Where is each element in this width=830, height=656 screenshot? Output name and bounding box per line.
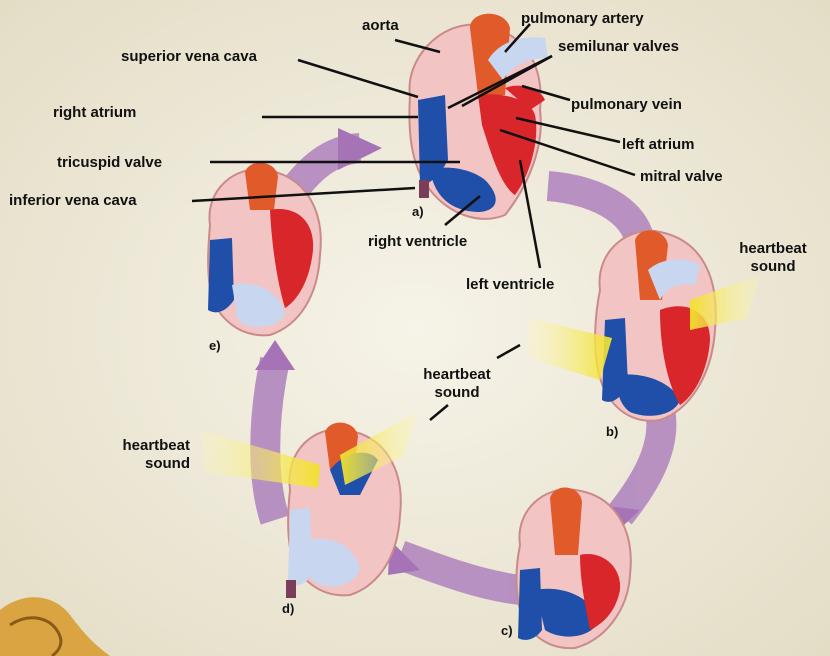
label-right-atrium: right atrium — [53, 104, 136, 122]
sound-text: sound — [108, 455, 190, 473]
label-heartbeat-sound-center: heartbeat sound — [412, 366, 502, 402]
heartbeat-text: heartbeat — [412, 366, 502, 384]
label-tricuspid-valve: tricuspid valve — [57, 154, 162, 172]
label-left-atrium: left atrium — [622, 136, 695, 154]
label-aorta: aorta — [362, 17, 399, 35]
heartbeat-text: heartbeat — [108, 437, 190, 455]
stage-label-d: d) — [282, 600, 294, 618]
stage-label-c: c) — [501, 622, 513, 640]
label-heartbeat-sound-d: heartbeat sound — [108, 437, 190, 473]
heartbeat-text: heartbeat — [738, 240, 808, 258]
label-semilunar-valves: semilunar valves — [558, 38, 679, 56]
label-pulmonary-vein: pulmonary vein — [571, 96, 682, 114]
label-mitral-valve: mitral valve — [640, 168, 723, 186]
label-heartbeat-sound-b: heartbeat sound — [738, 240, 808, 276]
stage-label-a: a) — [412, 203, 424, 221]
label-inferior-vena-cava: inferior vena cava — [9, 192, 137, 210]
stage-label-b: b) — [606, 423, 618, 441]
sound-text: sound — [738, 258, 808, 276]
sound-text: sound — [412, 384, 502, 402]
label-right-ventricle: right ventricle — [368, 233, 467, 251]
heart-stage-e — [208, 163, 321, 336]
label-pulmonary-artery: pulmonary artery — [521, 10, 644, 28]
label-left-ventricle: left ventricle — [466, 276, 554, 294]
label-superior-vena-cava: superior vena cava — [121, 48, 257, 66]
stage-label-e: e) — [209, 337, 221, 355]
